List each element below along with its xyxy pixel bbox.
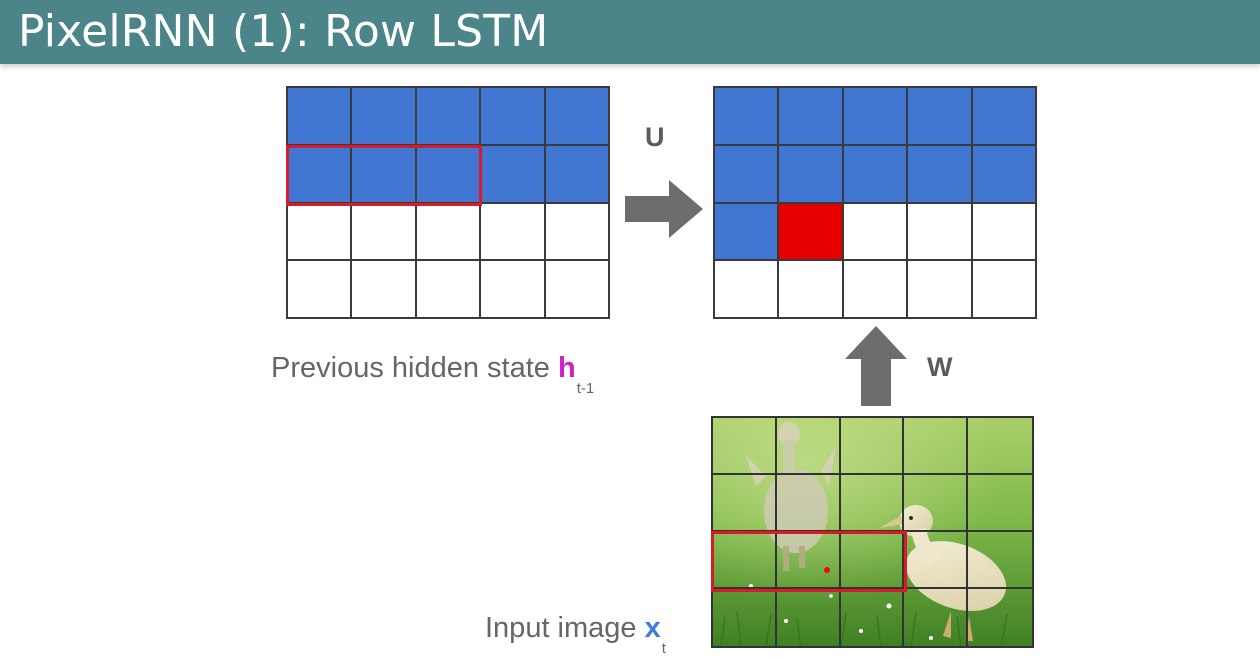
hidden-state-caption: Previous hidden state ht-1 — [271, 352, 594, 397]
input-image-cell-r2-c5 — [968, 475, 1032, 532]
title-bar: PixelRNN (1): Row LSTM — [0, 0, 1260, 64]
w-weight-label: W — [927, 352, 953, 382]
input-image-cell-r2-c4 — [904, 475, 969, 532]
prev-state-cell-r3-c2 — [352, 203, 415, 260]
hidden-state-symbol: h — [557, 352, 576, 384]
prev-state-cell-r2-c3 — [416, 145, 480, 202]
cur-state-cell-r3-c1 — [715, 203, 778, 260]
input-image-cell-r4-c3 — [841, 589, 905, 646]
prev-state-cell-r1-c3 — [416, 88, 480, 144]
arrow-right-icon — [625, 180, 703, 238]
cur-state-cell-r3-c4 — [908, 203, 971, 260]
u-weight-label: U — [645, 122, 665, 152]
prev-state-cell-r2-c5 — [545, 145, 608, 202]
input-image-cell-r4-c2 — [777, 589, 841, 646]
input-image-cell-r3-c3 — [840, 532, 905, 589]
prev-state-cell-r3-c5 — [545, 203, 608, 260]
cur-state-cell-r3-c2 — [779, 203, 842, 260]
prev-state-cell-r2-c1 — [288, 145, 351, 202]
previous-hidden-state-grid — [286, 86, 610, 319]
current-hidden-state-grid — [713, 86, 1037, 319]
input-image-cell-r1-c2 — [776, 418, 841, 475]
input-image-caption: Input image xt — [485, 612, 666, 657]
input-image-cell-r4-c1 — [713, 589, 777, 646]
input-image-cell-r4-c5 — [968, 589, 1032, 646]
cur-state-cell-r2-c3 — [843, 145, 907, 202]
input-image-symbol: x — [644, 612, 661, 644]
input-image-cell-r1-c3 — [840, 418, 905, 475]
prev-state-cell-r2-c2 — [352, 145, 415, 202]
cur-state-cell-r4-c3 — [843, 261, 907, 317]
cur-state-cell-r2-c1 — [715, 145, 778, 202]
input-image-cell-r4-c4 — [904, 589, 969, 646]
prev-state-cell-r3-c3 — [416, 203, 480, 260]
input-image-cell-r2-c2 — [776, 475, 841, 532]
prev-state-cell-r4-c2 — [352, 261, 415, 317]
cur-state-cell-r1-c1 — [715, 88, 778, 144]
slide-title: PixelRNN (1): Row LSTM — [18, 6, 549, 57]
prev-state-cell-r3-c1 — [288, 203, 351, 260]
hidden-state-subscript: t-1 — [576, 380, 595, 397]
prev-state-cell-r3-c4 — [481, 203, 544, 260]
input-image-cell-r1-c4 — [904, 418, 969, 475]
input-image-caption-text: Input image — [485, 612, 645, 644]
prev-state-cell-r4-c4 — [481, 261, 544, 317]
cur-state-cell-r1-c5 — [972, 88, 1035, 144]
duckling-photo — [711, 416, 1034, 648]
prev-state-cell-r1-c5 — [545, 88, 608, 144]
cur-state-cell-r3-c3 — [843, 203, 907, 260]
cur-state-cell-r4-c1 — [715, 261, 778, 317]
input-image-cell-r2-c1 — [713, 475, 777, 532]
input-image-cell-r1-c5 — [968, 418, 1032, 475]
prev-state-cell-r1-c2 — [352, 88, 415, 144]
prev-state-cell-r4-c3 — [416, 261, 480, 317]
input-image — [711, 416, 1034, 648]
input-image-cell-r2-c3 — [840, 475, 905, 532]
prev-state-cell-r1-c1 — [288, 88, 351, 144]
cur-state-cell-r4-c2 — [779, 261, 842, 317]
cur-state-cell-r1-c4 — [908, 88, 971, 144]
cur-state-cell-r1-c2 — [779, 88, 842, 144]
input-image-grid — [711, 416, 1034, 648]
arrow-up-icon — [845, 326, 907, 406]
input-image-cell-r3-c2 — [776, 532, 841, 589]
prev-state-cell-r2-c4 — [481, 145, 544, 202]
cur-state-cell-r1-c3 — [843, 88, 907, 144]
input-image-cell-r3-c5 — [968, 532, 1032, 589]
cur-state-cell-r2-c2 — [779, 145, 842, 202]
hidden-state-caption-text: Previous hidden state — [271, 352, 558, 384]
cur-state-cell-r4-c5 — [972, 261, 1035, 317]
cur-state-cell-r4-c4 — [908, 261, 971, 317]
cur-state-cell-r3-c5 — [972, 203, 1035, 260]
input-image-cell-r3-c1 — [713, 532, 777, 589]
prev-state-cell-r4-c5 — [545, 261, 608, 317]
prev-state-cell-r1-c4 — [481, 88, 544, 144]
input-image-cell-r3-c4 — [904, 532, 969, 589]
input-image-cell-r1-c1 — [713, 418, 777, 475]
prev-state-cell-r4-c1 — [288, 261, 351, 317]
cur-state-cell-r2-c5 — [972, 145, 1035, 202]
input-image-subscript: t — [661, 640, 666, 657]
cur-state-cell-r2-c4 — [908, 145, 971, 202]
